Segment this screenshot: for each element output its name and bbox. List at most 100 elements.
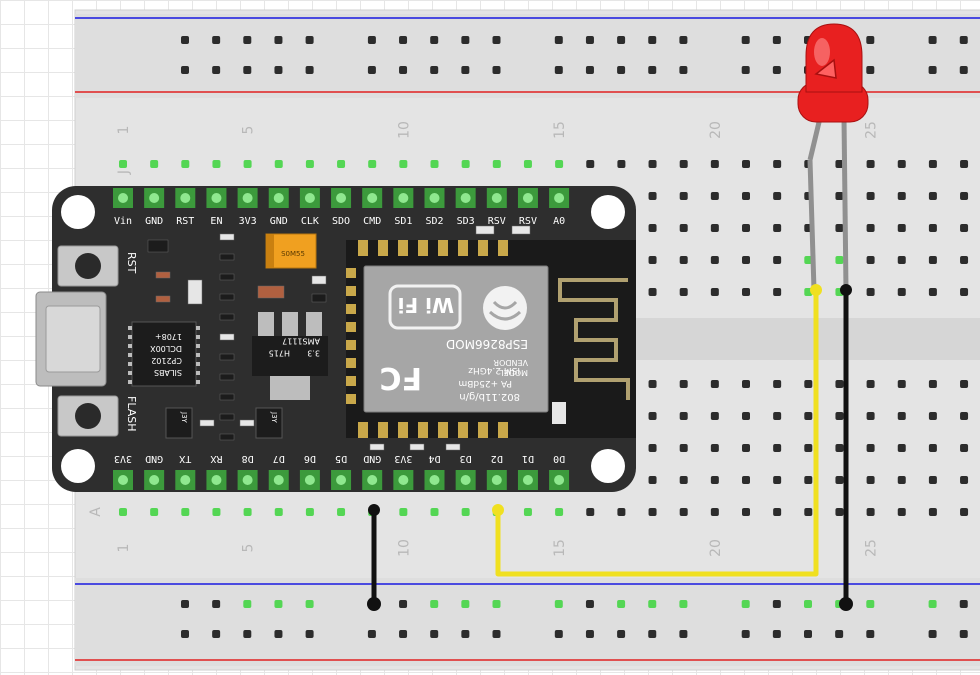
terminal-hole — [710, 380, 719, 388]
regulator-line-3: H715 — [269, 348, 290, 357]
column-number: 20 — [708, 121, 724, 139]
smd-part — [187, 279, 203, 305]
regulator-line-1: AMS1117 — [282, 336, 320, 345]
rail-hole — [399, 36, 408, 44]
terminal-hole — [679, 444, 688, 452]
terminal-hole — [617, 160, 626, 168]
bottom-pin-label: TX — [179, 453, 191, 464]
rail-hole — [243, 630, 252, 638]
terminal-hole — [679, 380, 688, 388]
smd-part — [219, 253, 235, 261]
terminal-hole — [492, 160, 501, 168]
terminal-hole — [835, 160, 844, 168]
terminal-hole — [679, 160, 688, 168]
esp-pad — [346, 286, 356, 296]
top-pin-label: Vin — [114, 216, 132, 227]
terminal-hole — [461, 508, 470, 516]
bottom-pin-label: D0 — [553, 453, 565, 464]
terminal-hole — [804, 256, 813, 264]
usb-chip-line-3: DCL00X — [150, 344, 182, 353]
terminal-hole — [742, 160, 750, 168]
terminal-hole — [710, 508, 719, 516]
rail-hole — [772, 630, 781, 638]
terminal-hole — [648, 412, 657, 420]
terminal-hole — [710, 192, 719, 200]
smd-part — [219, 233, 235, 241]
terminal-hole — [679, 224, 688, 232]
rail-hole — [461, 600, 470, 608]
led-cathode-leg — [807, 117, 823, 161]
terminal-hole — [960, 288, 969, 296]
terminal-hole — [648, 160, 657, 168]
terminal-hole — [679, 412, 688, 420]
terminal-hole — [648, 192, 657, 200]
terminal-hole — [679, 288, 688, 296]
top-pin-label: RST — [176, 216, 194, 227]
terminal-hole — [960, 224, 969, 232]
terminal-hole — [835, 192, 844, 200]
header-pin-hole — [429, 193, 440, 203]
terminal-hole — [866, 380, 875, 388]
terminal-hole — [773, 476, 782, 484]
smd-part — [219, 413, 235, 421]
terminal-hole — [835, 224, 844, 232]
terminal-hole — [119, 508, 127, 516]
terminal-hole — [835, 508, 844, 516]
column-number: 25 — [864, 121, 880, 139]
esp-pad — [358, 422, 368, 438]
mount-hole-bottom-left — [61, 449, 95, 483]
transistor-left-label: J3Y — [180, 411, 188, 424]
terminal-hole — [928, 160, 937, 168]
rail-hole — [772, 600, 781, 608]
rail-hole — [554, 630, 563, 638]
top-pin-label: SD1 — [394, 216, 412, 227]
esp-pad — [346, 322, 356, 332]
top-pin-label: EN — [210, 216, 222, 227]
smd-part — [257, 285, 285, 299]
top-pin-label: SD3 — [457, 216, 475, 227]
terminal-hole — [679, 192, 688, 200]
bottom-pin-label: D6 — [304, 453, 316, 464]
esp-pad — [478, 422, 488, 438]
rail-hole — [648, 600, 657, 608]
rail-hole — [492, 36, 501, 44]
flash-button-label: FLASH — [125, 396, 138, 432]
terminal-hole — [897, 288, 906, 296]
bottom-pin-label: RX — [210, 453, 222, 464]
esp-module: 802.11b/g/n PA +25dBm ISM 2.4GHz ESP8266… — [346, 240, 636, 438]
terminal-hole — [928, 476, 937, 484]
terminal-hole — [710, 288, 719, 296]
terminal-hole — [866, 160, 875, 168]
terminal-hole — [648, 444, 657, 452]
rail-hole — [181, 66, 189, 74]
rail-hole — [554, 600, 563, 608]
header-pin-hole — [398, 193, 409, 203]
terminal-hole — [742, 412, 750, 420]
terminal-hole — [679, 476, 688, 484]
voltage-regulator: AMS1117 3.3 H715 — [252, 312, 328, 400]
terminal-hole — [835, 444, 844, 452]
rail-hole — [959, 600, 968, 608]
wire-end-rail-2 — [367, 597, 381, 611]
bottom-pin-label: GND — [145, 453, 163, 464]
column-number: 1 — [116, 126, 132, 135]
smd-part — [311, 275, 327, 285]
rail-hole — [835, 630, 844, 638]
bottom-pin-label: GND — [363, 453, 381, 464]
rail-hole — [741, 630, 750, 638]
rail-hole — [274, 630, 283, 638]
esp-pad — [346, 268, 356, 278]
smd-part — [239, 419, 255, 427]
esp-pad — [346, 358, 356, 368]
terminal-hole — [866, 256, 875, 264]
rail-hole — [212, 600, 221, 608]
terminal-hole — [119, 160, 127, 168]
esp-pad — [438, 240, 448, 256]
rail-hole — [617, 66, 626, 74]
terminal-hole — [742, 224, 750, 232]
rail-hole — [617, 36, 626, 44]
terminal-hole — [274, 160, 283, 168]
tantalum-capacitor: S0M55 — [265, 233, 317, 269]
rail-hole — [741, 66, 750, 74]
